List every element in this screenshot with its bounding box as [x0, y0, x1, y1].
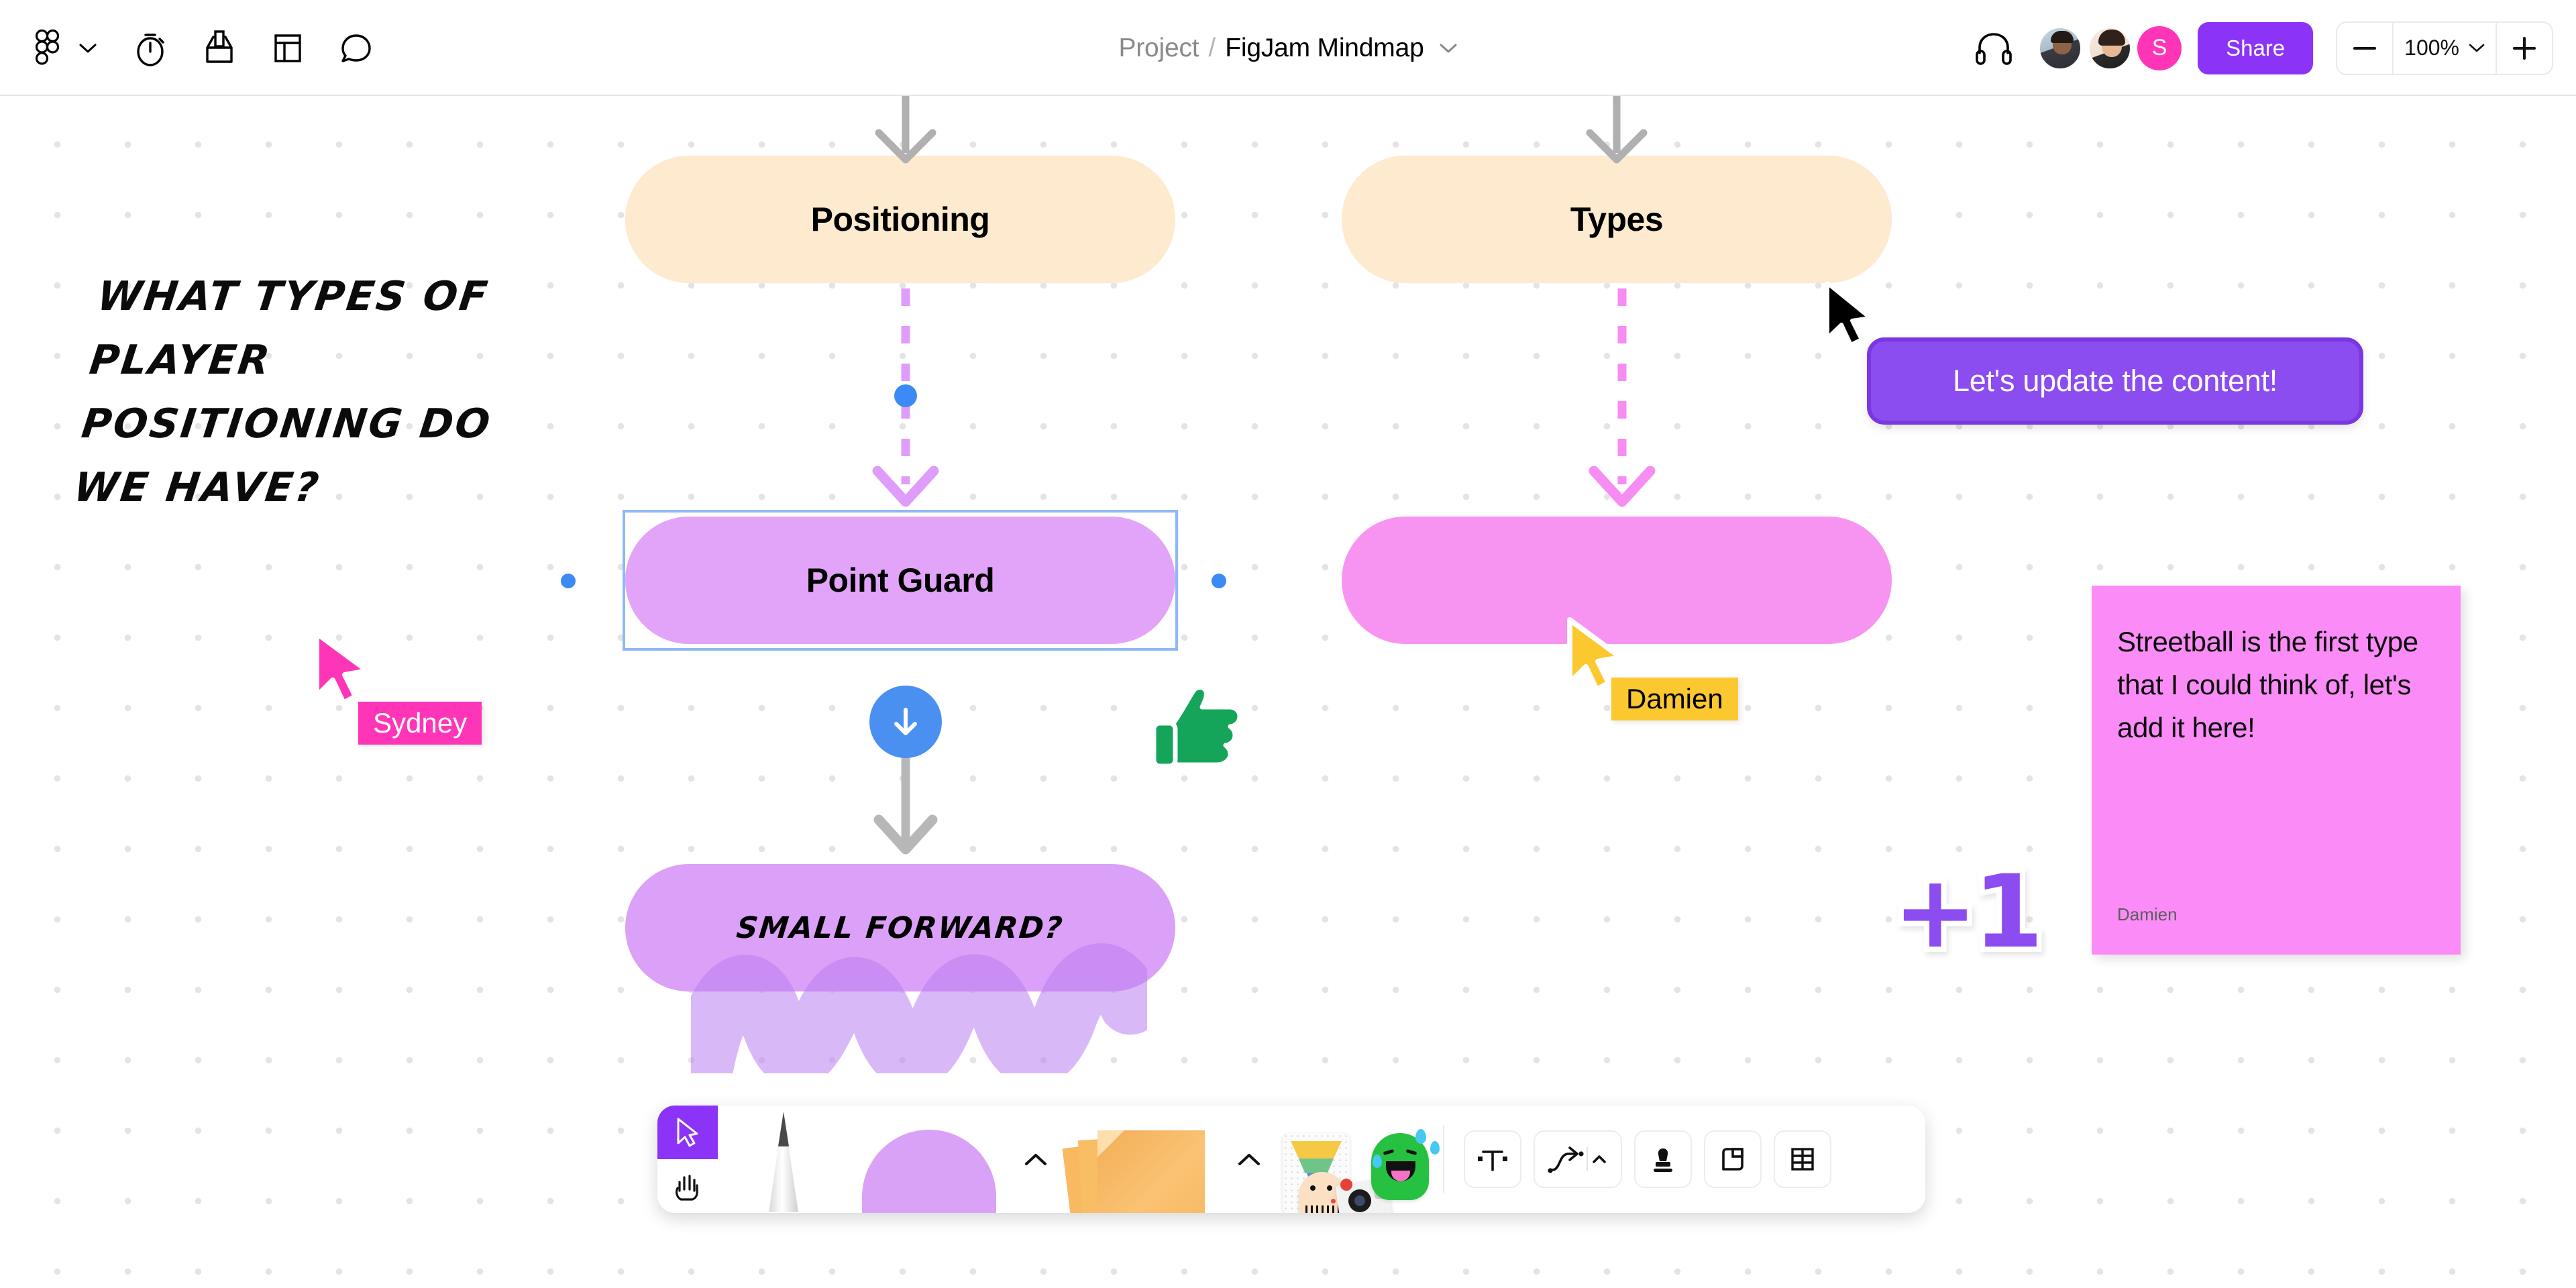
tool-text[interactable] — [1464, 1130, 1521, 1188]
mindmap-node-types[interactable]: Types — [1342, 156, 1892, 283]
breadcrumb-file-name[interactable]: FigJam Mindmap — [1225, 33, 1424, 62]
tool-stickers[interactable] — [1275, 1106, 1443, 1213]
mindmap-node-positioning[interactable]: Positioning — [625, 156, 1175, 283]
sticky-note-author: Damien — [2117, 904, 2178, 924]
tool-shape-chevron[interactable] — [1010, 1106, 1062, 1213]
chevron-up-icon — [1238, 1154, 1260, 1165]
zoom-controls: 100% — [2336, 21, 2553, 75]
timer-icon[interactable] — [122, 19, 180, 77]
arrow-down-icon — [894, 708, 917, 735]
tool-table[interactable] — [1774, 1130, 1831, 1188]
top-toolbar-right: S Share 100% — [1967, 0, 2553, 96]
pointer-cursor-black — [1825, 281, 1872, 347]
cursor-label-sydney: Sydney — [358, 702, 482, 745]
connector-types-to-pink-node[interactable] — [1582, 288, 1662, 510]
tool-shape[interactable] — [849, 1106, 1010, 1213]
tool-stamp[interactable] — [1634, 1130, 1692, 1188]
top-toolbar-left — [19, 0, 385, 96]
mindmap-node-empty-pink[interactable] — [1342, 517, 1892, 644]
chevron-down-icon[interactable] — [1439, 42, 1458, 54]
node-label: Types — [1570, 201, 1664, 238]
collaborator-cursor-damien: Damien — [1564, 616, 1738, 720]
node-label: Point Guard — [806, 561, 995, 599]
tool-pen[interactable] — [718, 1106, 849, 1213]
collaborator-cursor-sydney: Sydney — [311, 629, 482, 745]
tool-move-cursor[interactable] — [657, 1106, 718, 1159]
zoom-in-button[interactable] — [2497, 23, 2552, 74]
cursor-label-damien: Damien — [1611, 678, 1738, 720]
sticky-note[interactable]: Streetball is the first type that I coul… — [2092, 586, 2461, 955]
avatar[interactable]: S — [2137, 25, 2182, 70]
breadcrumb: Project / FigJam Mindmap — [0, 0, 2576, 96]
node-label: Positioning — [810, 201, 990, 238]
tool-section[interactable] — [1704, 1130, 1762, 1188]
sticky-note-text: Streetball is the first type that I coul… — [2117, 626, 2418, 743]
comment-icon[interactable] — [327, 19, 385, 77]
comment-bubble[interactable]: Let's update the content! — [1867, 337, 2363, 425]
comment-bubble-text: Let's update the content! — [1953, 364, 2277, 398]
mindmap-node-point-guard[interactable]: Point Guard — [625, 517, 1175, 644]
top-toolbar: Project / FigJam Mindmap S Share — [0, 0, 2576, 96]
share-button[interactable]: Share — [2198, 21, 2314, 74]
figma-logo-icon[interactable] — [19, 19, 76, 77]
zoom-out-button[interactable] — [2337, 23, 2392, 74]
selection-handle-left[interactable] — [561, 574, 576, 588]
tool-cursor-stack — [657, 1106, 718, 1213]
connector-positioning-to-point-guard[interactable] — [865, 288, 946, 510]
bottom-toolbar — [657, 1106, 1925, 1213]
shape-swatch — [862, 1130, 996, 1213]
headset-icon[interactable] — [1967, 19, 2021, 77]
toolbar-right-tools — [1444, 1106, 1851, 1213]
zoom-level-value: 100% — [2404, 36, 2459, 60]
reaction-plus-one-badge[interactable]: +1 — [1888, 854, 2049, 971]
toolbar-divider — [1443, 1126, 1444, 1193]
cursor-arrow-icon — [314, 631, 370, 706]
tool-sticky-chevron[interactable] — [1223, 1106, 1275, 1213]
breadcrumb-project[interactable]: Project — [1118, 33, 1199, 62]
breadcrumb-separator: / — [1208, 33, 1216, 62]
tool-sticky-note[interactable] — [1062, 1106, 1223, 1213]
selection-handle-right[interactable] — [1212, 574, 1226, 588]
tool-connector[interactable] — [1534, 1130, 1622, 1188]
highlighter-scribble — [691, 943, 1147, 1073]
chevron-down-icon[interactable] — [76, 19, 99, 77]
voting-box-icon[interactable] — [191, 19, 248, 77]
chevron-up-icon — [1025, 1154, 1046, 1165]
template-icon[interactable] — [259, 19, 317, 77]
avatar[interactable] — [2038, 25, 2083, 70]
chevron-down-icon — [2469, 44, 2485, 52]
cursor-arrow-icon — [1567, 617, 1623, 692]
zoom-level-dropdown[interactable]: 100% — [2392, 22, 2497, 74]
avatar[interactable] — [2088, 25, 2133, 70]
thumbs-up-icon[interactable] — [1147, 686, 1248, 770]
add-child-button[interactable] — [869, 686, 942, 758]
handwritten-question: WHAT TYPES OF PLAYER POSITIONING DO WE H… — [71, 273, 495, 511]
tool-hand[interactable] — [657, 1159, 718, 1213]
